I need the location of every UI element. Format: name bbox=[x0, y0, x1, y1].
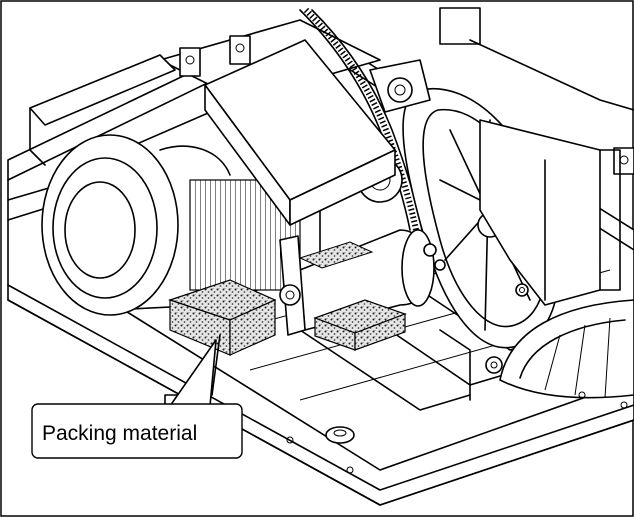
terminal-box bbox=[204, 39, 396, 226]
motor-mount bbox=[279, 229, 446, 336]
callout-label: Packing material bbox=[42, 422, 197, 445]
packing-foam-back bbox=[298, 241, 374, 269]
callout-packing-material: Packing material bbox=[31, 403, 243, 459]
right-housing bbox=[479, 119, 621, 306]
packing-foam-middle bbox=[313, 299, 407, 351]
mounting-holes bbox=[286, 391, 628, 474]
